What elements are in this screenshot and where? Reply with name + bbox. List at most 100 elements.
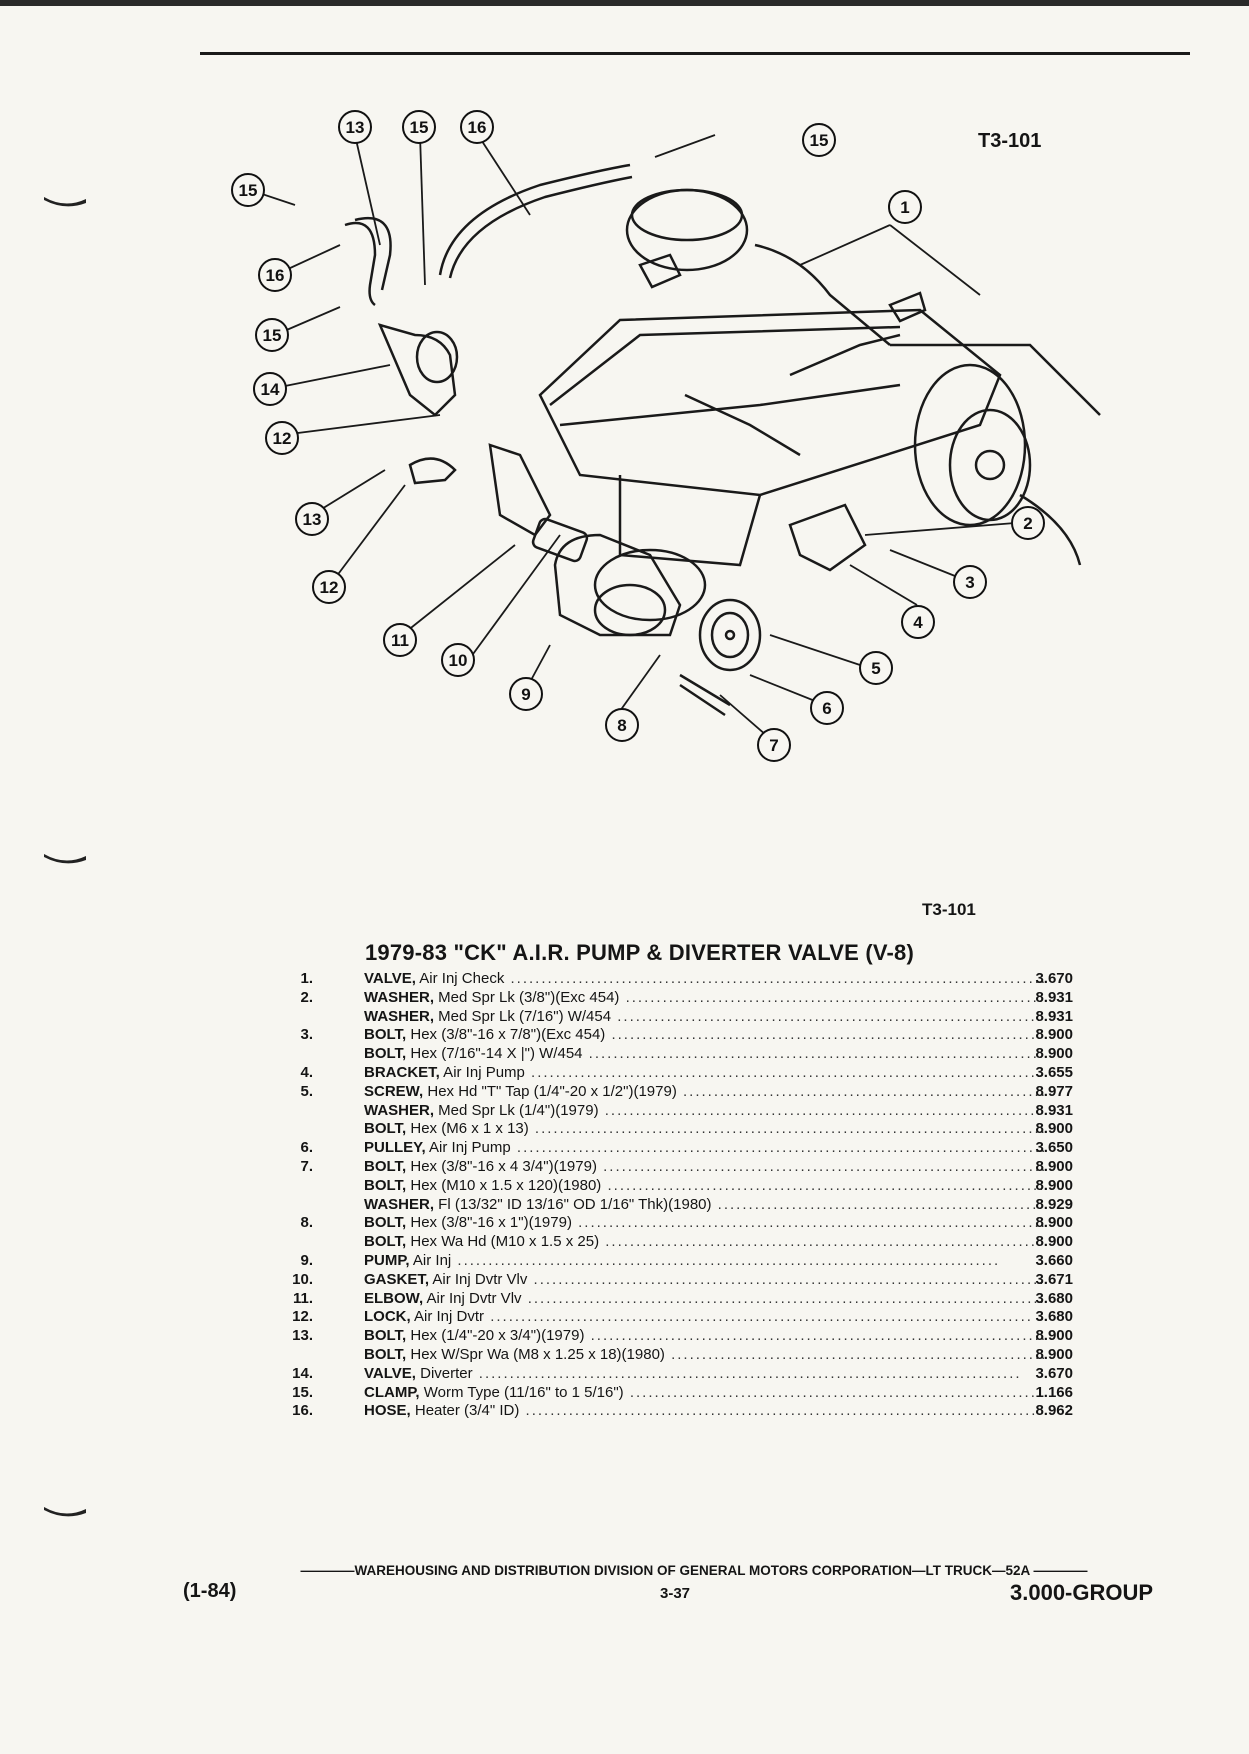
dot-leader: ........................................… (578, 1214, 1044, 1232)
dot-leader: ........................................… (521, 1289, 1044, 1307)
callout-13: 13 (338, 110, 372, 144)
item-description: BOLT, Hex (3/8"-16 x 7/8")(Exc 454) ....… (364, 1026, 1044, 1045)
svg-text:7: 7 (769, 736, 778, 755)
item-name: GASKET, (364, 1270, 430, 1288)
item-name: PUMP, (364, 1251, 410, 1269)
callout-2: 2 (1011, 506, 1045, 540)
group-number: 3.671 (1035, 1270, 1073, 1288)
dot-leader: ........................................… (682, 1082, 1044, 1100)
dot-leader: ........................................… (504, 970, 1044, 987)
item-description: HOSE, Heater (3/4" ID) .................… (364, 1402, 1044, 1421)
callout-12: 12 (312, 570, 346, 604)
item-detail: Air Inj Check (415, 970, 505, 987)
group-number: 1.166 (1035, 1383, 1073, 1401)
callout-10: 10 (441, 643, 475, 677)
item-detail: Hex Hd "T" Tap (1/4"-20 x 1/2")(1979) (423, 1082, 677, 1100)
callout-14: 14 (253, 372, 287, 406)
parts-row: 13.BOLT, Hex (1/4"-20 x 3/4")(1979) ....… (280, 1327, 1080, 1346)
callout-6: 6 (810, 691, 844, 725)
parts-row: 5. SCREW, Hex Hd "T" Tap (1/4"-20 x 1/2")… (280, 1083, 1080, 1102)
item-detail: Med Spr Lk (3/8")(Exc 454) (434, 988, 620, 1006)
dot-leader: ........................................… (519, 1402, 1044, 1420)
dot-leader: ........................................… (527, 1270, 1044, 1288)
callout-11: 11 (383, 623, 417, 657)
item-detail: Air Inj Pump (425, 1139, 511, 1157)
item-number: 5. (300, 1082, 313, 1100)
svg-text:12: 12 (273, 429, 292, 448)
dot-leader: ........................................… (588, 1045, 1044, 1063)
binder-punch-mark (44, 854, 86, 864)
item-name: SCREW, (364, 1082, 424, 1100)
item-description: VALVE, Diverter ........................… (364, 1365, 1044, 1384)
item-description: PUMP, Air Inj ..........................… (364, 1252, 1044, 1271)
item-number: 1. (300, 970, 313, 987)
dot-leader: ........................................… (590, 1327, 1044, 1345)
parts-row: 16.HOSE, Heater (3/4" ID) ..............… (280, 1402, 1080, 1421)
callout-bubbles: 1 2 3 4 5 6 7 8 9 10 11 12 13 12 14 15 1… (231, 110, 1045, 762)
svg-text:4: 4 (913, 613, 923, 632)
dot-leader: ........................................… (617, 1007, 1044, 1025)
svg-text:5: 5 (871, 659, 880, 678)
dot-leader: ........................................… (625, 988, 1044, 1006)
group-number: 8.900 (1035, 1157, 1073, 1175)
parts-row: 3.BOLT, Hex (3/8"-16 x 7/8")(Exc 454) ..… (280, 1026, 1080, 1045)
item-detail: Hex (M6 x 1 x 13) (406, 1120, 529, 1138)
item-number: 7. (300, 1157, 313, 1175)
item-detail: Air Inj Dvtr Vlv (429, 1270, 528, 1288)
item-name: PULLEY, (364, 1139, 426, 1157)
leader-lines (249, 134, 1016, 743)
callout-15: 15 (802, 123, 836, 157)
item-number: 10. (292, 1270, 313, 1288)
item-detail: Heater (3/4" ID) (410, 1402, 520, 1420)
item-name: BOLT, (364, 1045, 407, 1063)
svg-text:3: 3 (965, 573, 974, 592)
svg-text:2: 2 (1023, 514, 1032, 533)
svg-text:9: 9 (521, 685, 530, 704)
group-number: 8.977 (1035, 1082, 1073, 1100)
item-description: PULLEY, Air Inj Pump ...................… (364, 1139, 1044, 1158)
item-detail: Hex (1/4"-20 x 3/4")(1979) (406, 1327, 585, 1345)
group-number: 8.900 (1035, 1233, 1073, 1251)
item-name: WASHER, (364, 1007, 435, 1025)
parts-row: WASHER, Fl (13/32" ID 13/16" OD 1/16" Th… (280, 1196, 1080, 1215)
item-description: WASHER, Med Spr Lk (7/16") W/454 .......… (364, 1008, 1044, 1027)
dot-leader: ........................................… (604, 1101, 1044, 1119)
callout-1: 1 (888, 190, 922, 224)
item-description: BOLT, Hex Wa Hd (M10 x 1.5 x 25) .......… (364, 1233, 1044, 1252)
item-detail: Hex (M10 x 1.5 x 120)(1980) (406, 1176, 602, 1194)
group-number: 3.660 (1035, 1251, 1073, 1269)
group-number: 8.931 (1035, 1007, 1073, 1025)
group-number: 3.655 (1035, 1063, 1073, 1081)
exploded-parts-diagram: 1 2 3 4 5 6 7 8 9 10 11 12 13 12 14 15 1… (231, 110, 1101, 762)
group-number: 8.900 (1035, 1120, 1073, 1138)
parts-row: 2.WASHER, Med Spr Lk (3/8")(Exc 454) ...… (280, 989, 1080, 1008)
item-number: 2. (300, 988, 313, 1006)
item-number: 6. (300, 1139, 313, 1157)
engine-outline (538, 188, 1101, 567)
dot-leader: ........................................… (607, 1176, 1044, 1194)
dot-leader: ........................................… (671, 1345, 1044, 1363)
item-description: BOLT, Hex (1/4"-20 x 3/4")(1979) .......… (364, 1327, 1044, 1346)
item-description: BRACKET, Air Inj Pump ..................… (364, 1064, 1044, 1083)
callout-15: 15 (231, 173, 265, 207)
item-description: ELBOW, Air Inj Dvtr Vlv ................… (364, 1290, 1044, 1309)
item-name: BOLT, (364, 1233, 407, 1251)
parts-row: BOLT, Hex (7/16"-14 X |") W/454 ........… (280, 1045, 1080, 1064)
item-number: 11. (292, 1289, 313, 1307)
item-description: BOLT, Hex (7/16"-14 X |") W/454 ........… (364, 1045, 1044, 1064)
item-description: BOLT, Hex W/Spr Wa (M8 x 1.25 x 18)(1980… (364, 1346, 1044, 1365)
parts-row: 9.PUMP, Air Inj ........................… (280, 1252, 1080, 1271)
callout-15: 15 (255, 318, 289, 352)
item-name: BOLT, (364, 1157, 407, 1175)
item-description: WASHER, Fl (13/32" ID 13/16" OD 1/16" Th… (364, 1196, 1044, 1215)
item-description: WASHER, Med Spr Lk (1/4")(1979) ........… (364, 1102, 1044, 1121)
footer-group: 3.000-GROUP (1010, 1580, 1154, 1605)
item-number: 12. (292, 1308, 313, 1326)
item-name: BOLT, (364, 1176, 407, 1194)
parts-row: BOLT, Hex Wa Hd (M10 x 1.5 x 25) .......… (280, 1233, 1080, 1252)
callout-4: 4 (901, 605, 935, 639)
dot-leader: ........................................… (717, 1195, 1044, 1213)
group-number: 3.670 (1035, 1364, 1073, 1382)
item-name: WASHER, (364, 1195, 435, 1213)
item-name: BOLT, (364, 1327, 407, 1345)
